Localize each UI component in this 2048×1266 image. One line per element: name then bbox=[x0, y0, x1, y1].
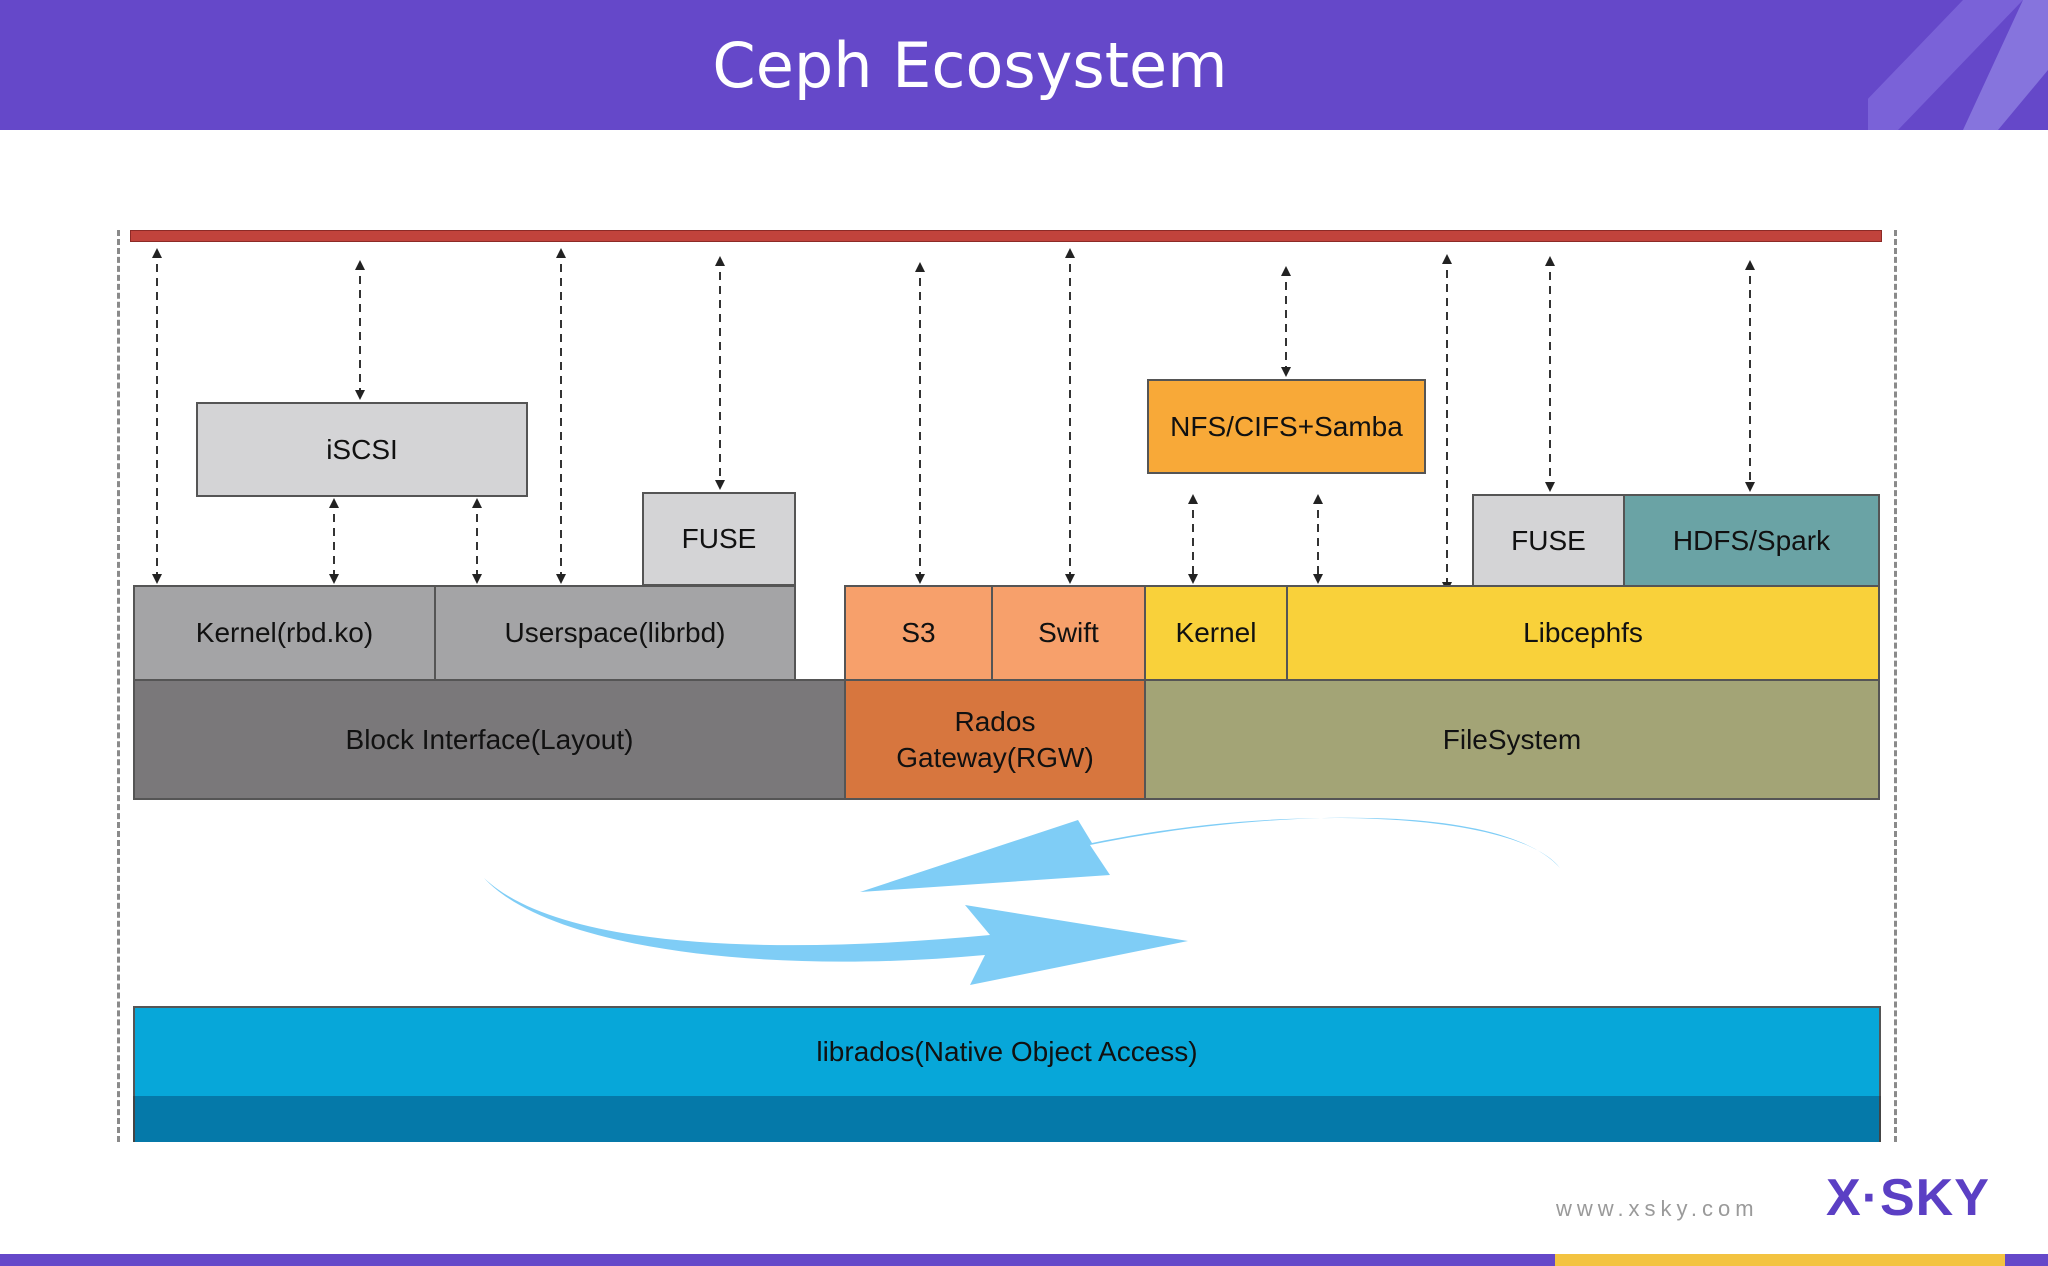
block-interface-box: Block Interface(Layout) bbox=[133, 679, 846, 800]
slide-title: Ceph Ecosystem bbox=[712, 29, 1228, 102]
s3-box: S3 bbox=[844, 585, 993, 681]
fuse-block-box: FUSE bbox=[642, 492, 796, 586]
swift-box: Swift bbox=[991, 585, 1146, 681]
xsky-logo: X·SKY bbox=[1826, 1169, 1990, 1227]
nfs-cifs-samba-box: NFS/CIFS+Samba bbox=[1147, 379, 1426, 474]
footer-accent bbox=[1555, 1254, 2005, 1266]
frame-right-dashed bbox=[1894, 230, 1897, 1142]
kernel-rbd-box: Kernel(rbd.ko) bbox=[133, 585, 436, 681]
iscsi-box: iSCSI bbox=[196, 402, 528, 497]
red-top-bar bbox=[130, 230, 1882, 242]
corner-decoration bbox=[1868, 0, 2048, 130]
librados-box: librados(Native Object Access) bbox=[133, 1006, 1881, 1098]
librados-lower-band bbox=[133, 1096, 1881, 1142]
kernel-fs-box: Kernel bbox=[1144, 585, 1288, 681]
rados-gateway-box: Rados Gateway(RGW) bbox=[844, 679, 1146, 800]
frame-left-dashed bbox=[117, 230, 120, 1142]
footer-bar bbox=[0, 1254, 2048, 1266]
footer-url: www.xsky.com bbox=[1556, 1196, 1759, 1221]
filesystem-box: FileSystem bbox=[1144, 679, 1880, 800]
fuse-fs-box: FUSE bbox=[1472, 494, 1625, 587]
header-bar: Ceph Ecosystem bbox=[0, 0, 2048, 130]
